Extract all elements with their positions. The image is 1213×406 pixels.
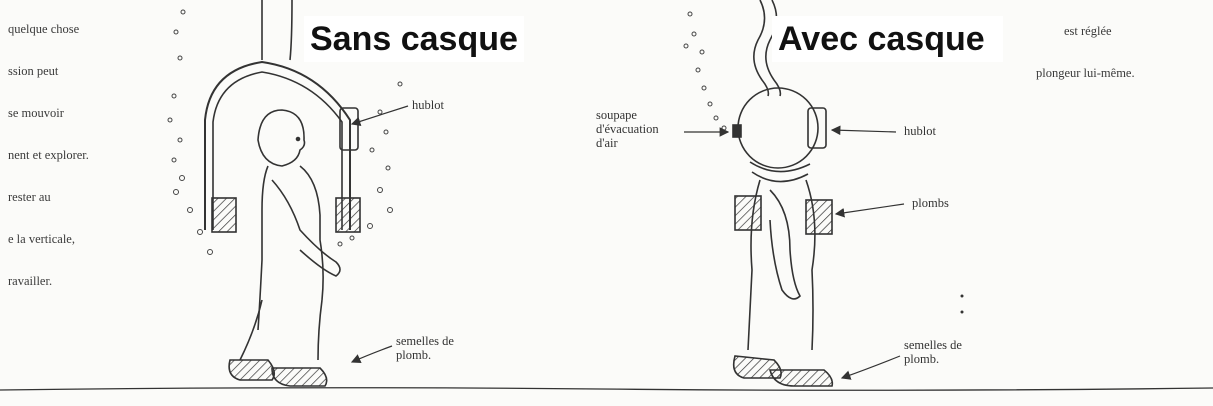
label-soupape: soupape d'évacuation d'air	[596, 108, 659, 150]
top-left-line: quelque chose	[8, 22, 80, 36]
title-avec-casque: Avec casque	[772, 16, 1003, 62]
top-left-line: rester au	[8, 190, 51, 204]
top-right-line: plongeur lui-même.	[1036, 66, 1135, 80]
right-bubbles	[683, 11, 727, 131]
right-diver	[732, 0, 834, 387]
top-right-text: est réglée plongeur lui-même.	[1036, 0, 1135, 94]
top-left-text: quelque chose ssion peut se mouvoir nent…	[8, 0, 89, 302]
top-left-line: nent et explorer.	[8, 148, 89, 162]
title-sans-casque: Sans casque	[304, 16, 524, 62]
label-plombs: plombs	[912, 196, 949, 210]
top-left-line: e la verticale,	[8, 232, 75, 246]
label-hublot-right: hublot	[904, 124, 936, 138]
label-semelles-left: semelles de plomb.	[396, 334, 454, 362]
left-bubbles	[167, 9, 403, 255]
label-hublot-left: hublot	[412, 98, 444, 112]
label-semelles-right: semelles de plomb.	[904, 338, 962, 366]
ground-line	[0, 387, 1213, 391]
top-left-line: ravailler.	[8, 274, 53, 288]
top-right-line: est réglée	[1064, 24, 1112, 38]
top-left-line: se mouvoir	[8, 106, 64, 120]
left-diver	[204, 0, 361, 387]
top-left-line: ssion peut	[8, 64, 59, 78]
